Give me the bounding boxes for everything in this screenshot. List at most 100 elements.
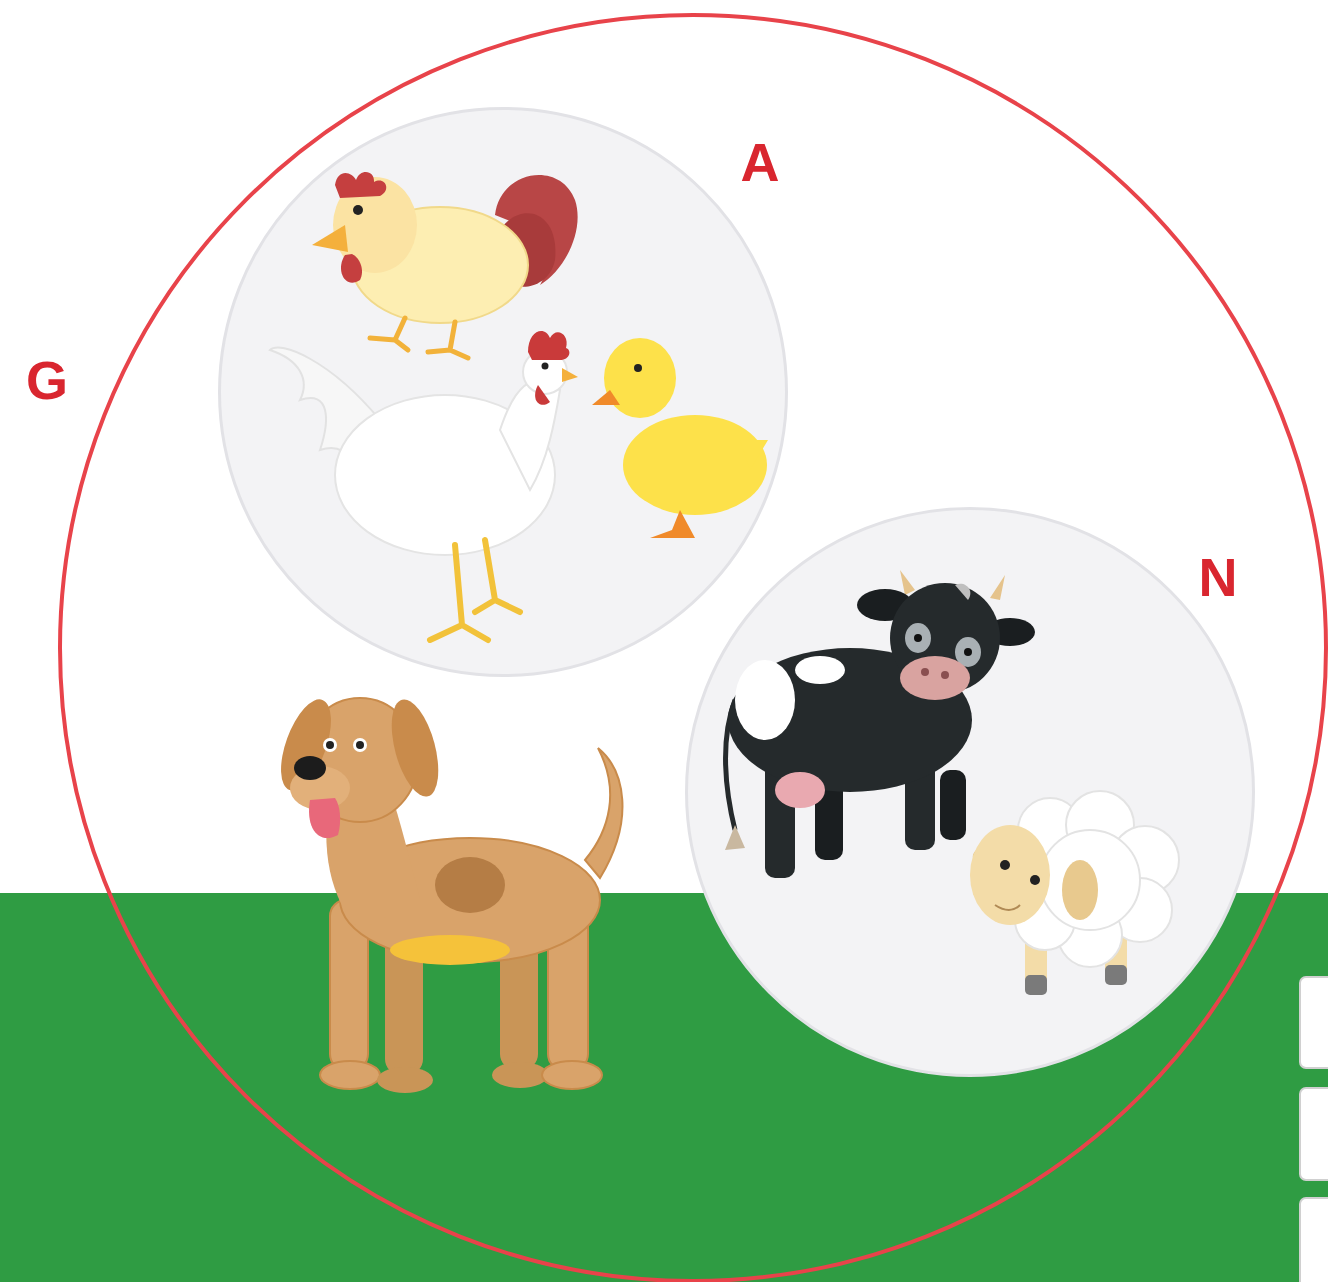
illustration-part [940, 770, 966, 840]
illustration-part [970, 825, 1050, 925]
illustration-part [1030, 875, 1040, 885]
illustration-part [390, 935, 510, 965]
set-label: N [1199, 550, 1238, 604]
edge-buttons [1300, 977, 1328, 1282]
illustration-part [921, 668, 929, 676]
illustration-part [1058, 903, 1122, 967]
illustration-part [542, 1061, 602, 1089]
illustration-part [1018, 798, 1082, 862]
sheep [970, 791, 1179, 995]
illustration-part [548, 895, 588, 1070]
circle-outline [685, 507, 1255, 1077]
set-label: A [741, 135, 780, 189]
illustration-part [495, 175, 578, 285]
illustration-part [294, 756, 326, 780]
illustration-part [1000, 860, 1010, 870]
illustration-part [941, 671, 949, 679]
illustration-part [604, 338, 676, 418]
illustration-part [323, 738, 337, 752]
illustration-part [585, 748, 622, 878]
illustration-part [385, 905, 423, 1075]
illustration-part [352, 207, 528, 323]
illustration-part [377, 1067, 433, 1093]
illustration-part [905, 760, 935, 850]
illustration-part [900, 570, 1005, 600]
illustration-part [500, 213, 555, 287]
illustration-part [795, 656, 845, 684]
illustration-part [955, 584, 970, 600]
illustration-part [290, 766, 350, 810]
hen [312, 172, 578, 358]
illustration-part [857, 589, 913, 621]
illustration-part [775, 772, 825, 808]
illustration-part [353, 205, 363, 215]
illustration-part [1300, 1198, 1328, 1282]
illustration-part [964, 648, 972, 656]
illustration-part [353, 738, 367, 752]
illustration-part [1015, 890, 1075, 950]
set-label: G [26, 353, 68, 407]
illustration-part [326, 741, 334, 749]
illustration-part [914, 634, 922, 642]
illustration-part [330, 900, 368, 1070]
illustration-part [542, 363, 549, 370]
circle-border [220, 109, 787, 676]
illustration-part [728, 648, 972, 792]
illustration-part [995, 905, 1020, 910]
outer-set-circle: GAN [58, 13, 1328, 1282]
illustration-part [1111, 826, 1179, 894]
illustration-part [312, 225, 348, 252]
illustration-part [634, 364, 642, 372]
illustration-part [340, 838, 600, 962]
dog [271, 693, 623, 1093]
illustration-part [500, 900, 538, 1070]
illustration-part [592, 390, 620, 405]
illustration-part [309, 798, 340, 838]
circle-border [60, 15, 1326, 1281]
illustration-part [335, 172, 386, 198]
illustration-part [725, 825, 745, 850]
illustration-part [356, 741, 364, 749]
rooster [270, 331, 578, 640]
illustration-part [523, 350, 567, 394]
illustration-part [1105, 965, 1127, 985]
illustration-part [900, 656, 970, 700]
illustration-part [765, 760, 795, 878]
illustration-part [1300, 1088, 1328, 1180]
illustration-part [370, 318, 468, 358]
illustration-part [500, 380, 560, 490]
illustration-part [1108, 878, 1172, 942]
illustration-part [1025, 975, 1047, 995]
illustration-part [740, 440, 768, 470]
illustration-part [1015, 791, 1179, 967]
illustration-part [320, 1061, 380, 1089]
illustration-part [1300, 977, 1328, 1068]
illustration-part [905, 623, 931, 653]
illustration-part [335, 395, 555, 555]
duckling [592, 338, 768, 538]
subset-circle: N [685, 507, 1255, 1077]
illustration-part [650, 510, 695, 538]
illustration-part [815, 770, 843, 860]
illustration-part [1040, 830, 1140, 930]
illustration-part [333, 177, 417, 273]
illustration-part [735, 660, 795, 740]
circle-outline [218, 107, 788, 677]
illustration-part [955, 637, 981, 667]
illustration-part [341, 254, 362, 283]
illustration-part [435, 857, 505, 913]
illustration-part [985, 618, 1035, 646]
illustration-part [1105, 930, 1127, 985]
illustration-part [1062, 860, 1098, 920]
illustration-part [726, 700, 735, 830]
illustration-part [970, 837, 1010, 866]
illustration-part [271, 693, 341, 797]
illustration-part [890, 583, 1000, 693]
circle-border [687, 509, 1254, 1076]
illustration-part [326, 790, 420, 930]
illustration-part [535, 385, 550, 405]
illustration-part [1066, 791, 1134, 859]
illustration-part [430, 540, 520, 640]
